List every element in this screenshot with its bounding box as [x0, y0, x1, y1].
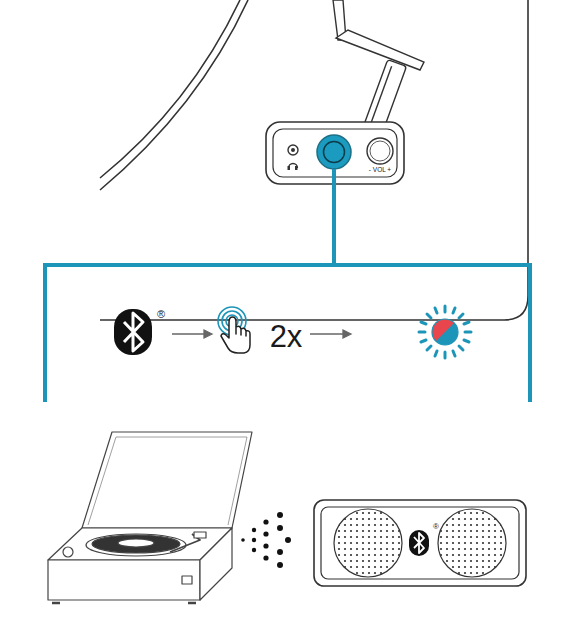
registered-mark: ®: [433, 523, 439, 531]
turntable-corner: [100, 0, 528, 320]
signal-dots: [241, 512, 291, 568]
bluetooth-speaker: [314, 500, 526, 586]
tap-icon: [218, 307, 250, 353]
arrow: [172, 330, 351, 338]
bracket: [45, 169, 530, 402]
tap-count: 2x: [270, 321, 303, 352]
control-label: - VOL +: [369, 167, 391, 174]
turntable: [48, 432, 252, 603]
led-indicator: [419, 306, 471, 358]
bluetooth-icon: [114, 309, 152, 355]
registered-mark: ®: [157, 309, 165, 320]
